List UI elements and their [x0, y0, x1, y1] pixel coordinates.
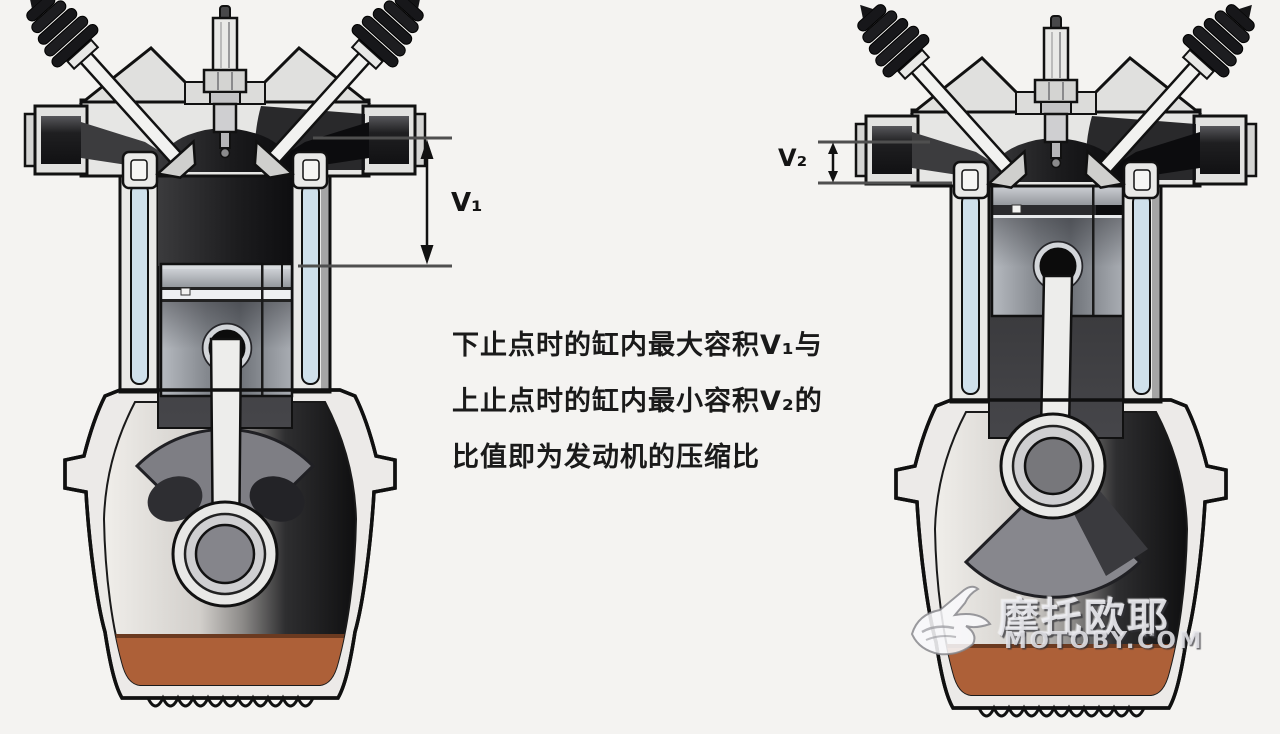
big-end-bearing	[999, 412, 1107, 520]
compression-ratio-description: 下止点时的缸内最大容积V₁与 上止点时的缸内最小容积V₂的 比值即为发动机的压缩…	[452, 318, 892, 486]
watermark-site-url: MOTOBY.COM	[1004, 628, 1204, 654]
description-line-3: 比值即为发动机的压缩比	[452, 442, 760, 473]
v1-arrowheads	[420, 139, 434, 265]
v1-dimension-lines	[298, 136, 452, 268]
v2-volume-label: V₂	[778, 144, 808, 172]
right-engine-diagram	[836, 0, 1276, 718]
description-line-1: 下止点时的缸内最大容积V₁与	[452, 330, 823, 361]
oil-sump	[935, 644, 1187, 648]
v1-volume-label: V₁	[451, 188, 483, 218]
description-line-2: 上止点时的缸内最小容积V₂的	[452, 386, 823, 417]
big-end-bearing	[171, 500, 279, 608]
crankshaft-counterweight	[963, 473, 1143, 599]
swan-logo-icon	[910, 585, 992, 656]
cylinder-volume-v1	[158, 172, 292, 266]
watermark-brand-name: 摩托欧耶	[998, 594, 1170, 642]
v2-arrowheads	[828, 142, 838, 183]
watermark: 摩托欧耶 MOTOBY.COM	[902, 578, 1202, 668]
oil-sump	[104, 634, 356, 638]
left-engine-diagram	[5, 0, 445, 708]
piston-bdc	[159, 262, 294, 398]
